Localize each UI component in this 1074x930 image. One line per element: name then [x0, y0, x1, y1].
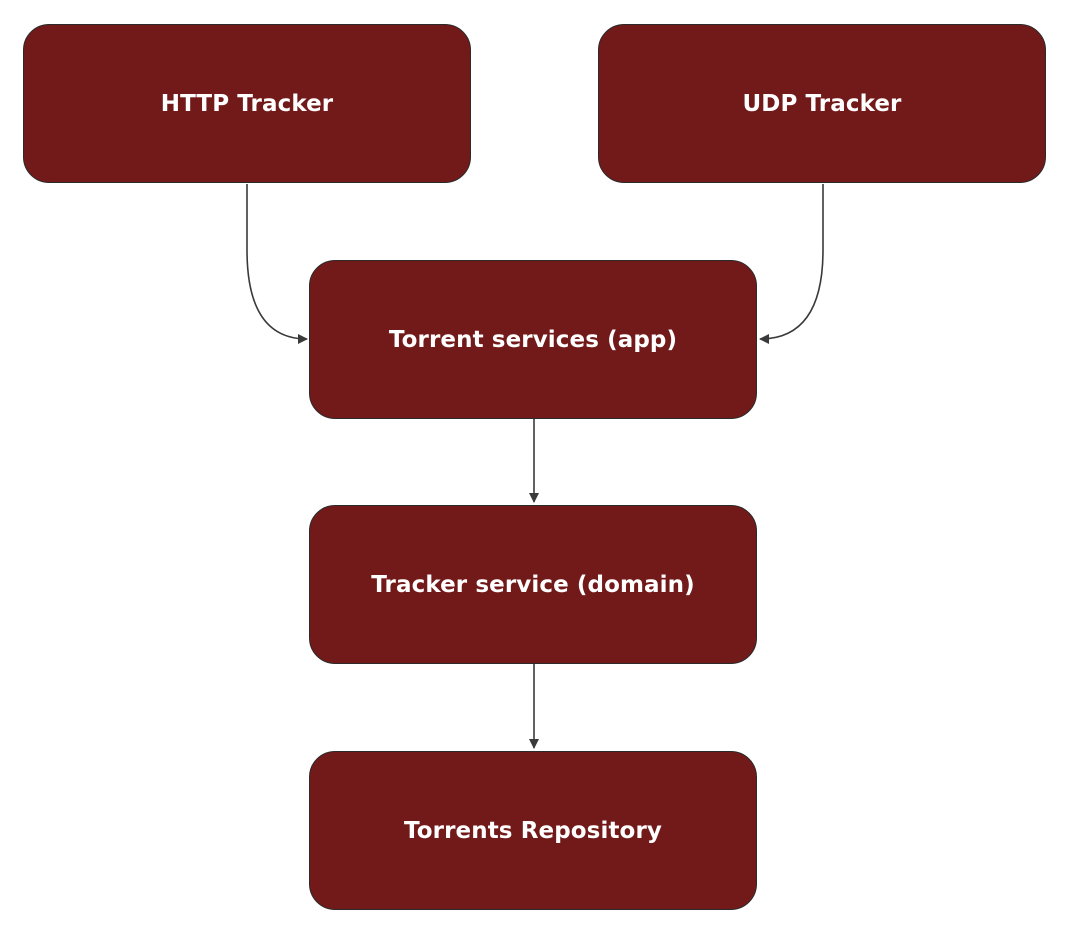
edge-udp-to-app [759, 184, 824, 344]
http-tracker-node: HTTP Tracker [23, 24, 471, 183]
http-tracker-label: HTTP Tracker [160, 90, 334, 117]
tracker-service-label: Tracker service (domain) [371, 571, 695, 598]
edge-http-to-app [246, 184, 308, 344]
torrents-repository-label: Torrents Repository [404, 817, 662, 844]
torrent-services-node: Torrent services (app) [309, 260, 757, 419]
torrents-repository-node: Torrents Repository [309, 751, 757, 910]
udp-tracker-node: UDP Tracker [598, 24, 1046, 183]
udp-tracker-label: UDP Tracker [742, 90, 902, 117]
torrent-services-label: Torrent services (app) [388, 326, 678, 353]
tracker-service-node: Tracker service (domain) [309, 505, 757, 664]
